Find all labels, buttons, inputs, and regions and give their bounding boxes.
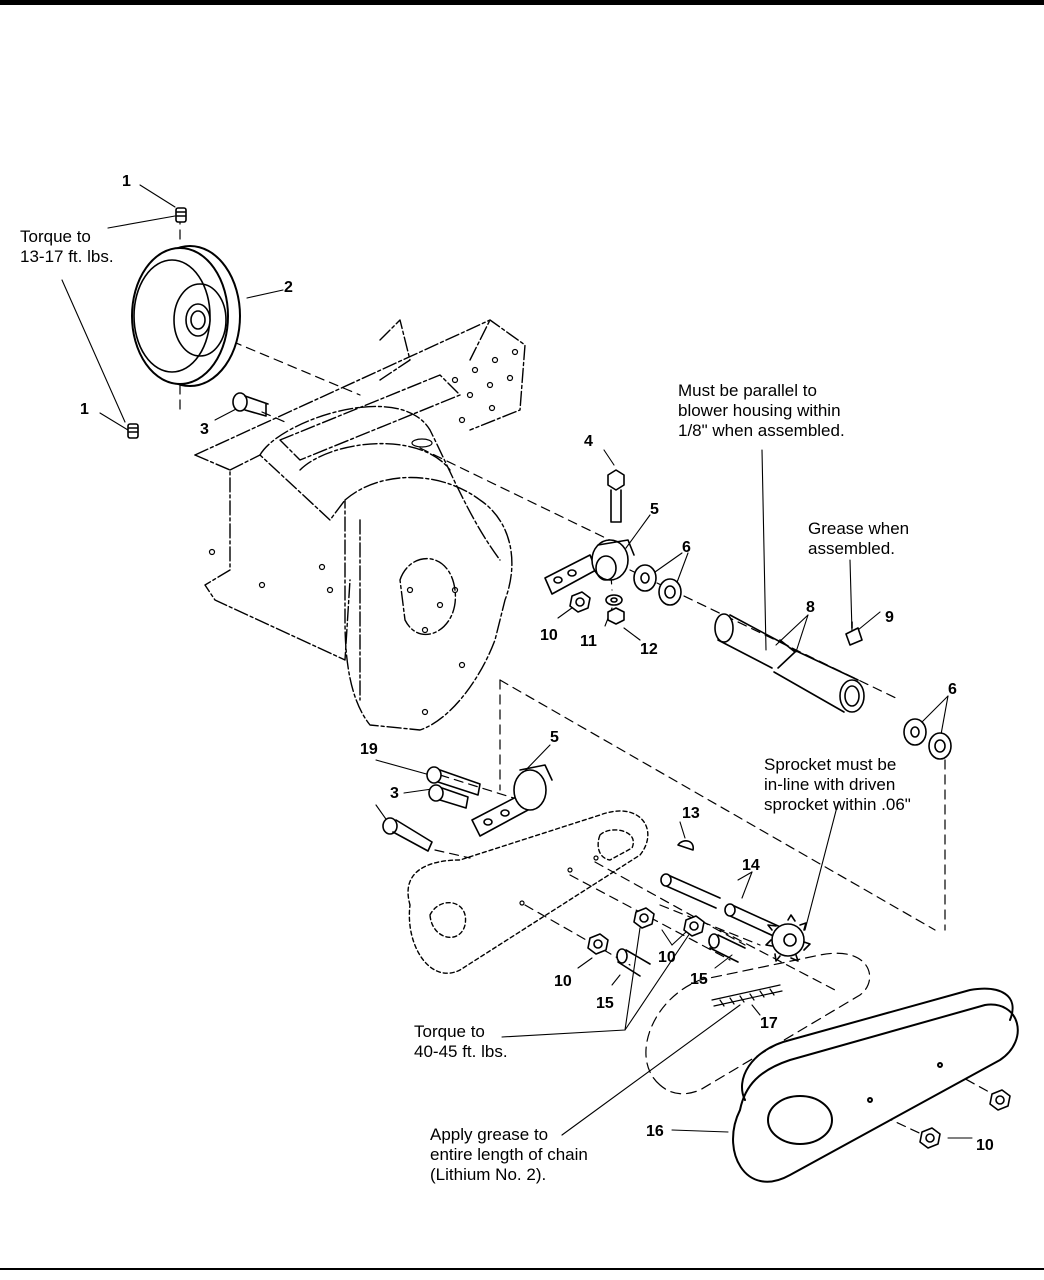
bottom-rule bbox=[0, 1268, 1044, 1270]
hardware-lower bbox=[587, 907, 746, 977]
note-grease-assembled: Grease when assembled. bbox=[808, 519, 909, 559]
frame-housing bbox=[194, 319, 526, 731]
bearing-bracket-upper bbox=[544, 539, 635, 595]
note-grease-chain: Apply grease to entire length of chain (… bbox=[430, 1125, 588, 1185]
note-torque-nuts: Torque to 40-45 ft. lbs. bbox=[414, 1022, 508, 1062]
pulley bbox=[131, 245, 241, 387]
note-line: Apply grease to bbox=[430, 1125, 549, 1144]
sprocket bbox=[765, 914, 811, 962]
note-line: sprocket within .06" bbox=[764, 795, 911, 814]
grease-fitting bbox=[845, 621, 863, 646]
callout-10-left: 10 bbox=[554, 973, 572, 990]
callout-10-guard: 10 bbox=[976, 1137, 994, 1154]
note-line: Torque to bbox=[414, 1022, 485, 1041]
callout-13: 13 bbox=[682, 805, 700, 822]
callout-3-lower: 3 bbox=[390, 785, 399, 802]
plate-holes bbox=[519, 855, 599, 906]
note-sprocket: Sprocket must be in-line with driven spr… bbox=[764, 755, 911, 815]
callout-2: 2 bbox=[284, 279, 293, 296]
hardware-upper bbox=[569, 591, 625, 625]
note-torque-pulley: Torque to 13-17 ft. lbs. bbox=[20, 227, 114, 267]
callout-16: 16 bbox=[646, 1123, 664, 1140]
callout-5-upper: 5 bbox=[650, 501, 659, 518]
callout-11: 11 bbox=[580, 633, 597, 650]
top-rule bbox=[0, 0, 1044, 5]
callout-1-bottom: 1 bbox=[80, 401, 89, 418]
callout-15-right: 15 bbox=[690, 971, 708, 988]
note-line: assembled. bbox=[808, 539, 895, 558]
callout-4: 4 bbox=[584, 433, 593, 450]
bolt-upper bbox=[232, 392, 269, 417]
note-line: Must be parallel to bbox=[678, 381, 817, 400]
mounting-plate bbox=[407, 810, 649, 974]
chain-guard bbox=[732, 987, 1019, 1183]
callout-1-top: 1 bbox=[122, 173, 131, 190]
callout-17: 17 bbox=[760, 1015, 778, 1032]
washers-upper bbox=[633, 564, 682, 606]
bolts-lower bbox=[382, 766, 481, 852]
callout-19: 19 bbox=[360, 741, 378, 758]
note-line: entire length of chain bbox=[430, 1145, 588, 1164]
bolt-carriage bbox=[607, 469, 625, 523]
callout-14: 14 bbox=[742, 857, 760, 874]
callout-labels: 1 1 2 3 4 5 6 8 9 10 11 12 6 5 19 3 13 1… bbox=[80, 173, 994, 1154]
note-line: Sprocket must be bbox=[764, 755, 897, 774]
callout-12: 12 bbox=[640, 641, 658, 658]
callout-5-lower: 5 bbox=[550, 729, 559, 746]
note-line: in-line with driven bbox=[764, 775, 896, 794]
washers-lower bbox=[903, 718, 952, 760]
note-line: blower housing within bbox=[678, 401, 841, 420]
set-screw-top bbox=[175, 207, 187, 223]
callout-8: 8 bbox=[806, 599, 815, 616]
note-line: Torque to bbox=[20, 227, 91, 246]
callout-6-upper: 6 bbox=[682, 539, 691, 556]
note-line: 40-45 ft. lbs. bbox=[414, 1042, 508, 1061]
note-line: 1/8" when assembled. bbox=[678, 421, 845, 440]
note-parallel: Must be parallel to blower housing withi… bbox=[678, 381, 845, 441]
guard-nuts bbox=[919, 1089, 1011, 1149]
chain-path bbox=[645, 952, 871, 1095]
callout-6-lower: 6 bbox=[948, 681, 957, 698]
shaft bbox=[714, 613, 865, 713]
callout-10-upper: 10 bbox=[540, 627, 558, 644]
callout-15-left: 15 bbox=[596, 995, 614, 1012]
set-screw-bottom bbox=[127, 423, 139, 439]
note-line: (Lithium No. 2). bbox=[430, 1165, 547, 1184]
woodruff-key bbox=[677, 840, 694, 851]
jackshafts bbox=[660, 873, 799, 946]
callout-10-mid: 10 bbox=[658, 949, 676, 966]
assembly-lines bbox=[179, 214, 1001, 1139]
callout-9: 9 bbox=[885, 609, 894, 626]
roller-chain bbox=[711, 984, 783, 1007]
note-line: 13-17 ft. lbs. bbox=[20, 247, 114, 266]
callout-3-upper: 3 bbox=[200, 421, 209, 438]
bearing-bracket-lower bbox=[471, 764, 553, 837]
frame-holes bbox=[208, 348, 519, 716]
note-line: Grease when bbox=[808, 519, 910, 538]
